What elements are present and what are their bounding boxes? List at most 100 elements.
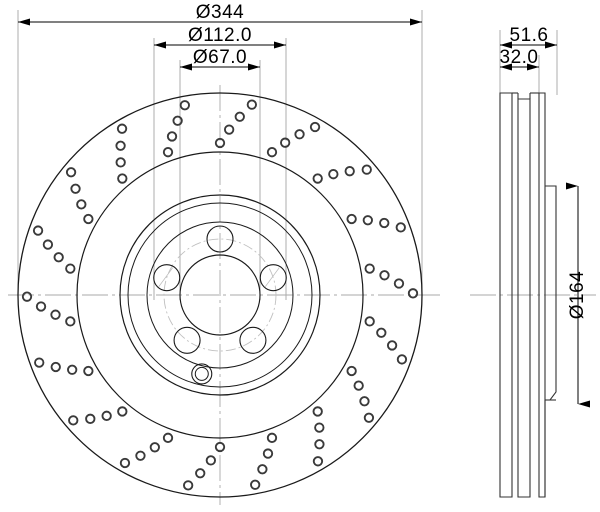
cooling-hole-bore bbox=[71, 418, 76, 423]
cooling-hole bbox=[42, 239, 54, 250]
cooling-hole-bore bbox=[410, 291, 416, 296]
cooling-hole bbox=[34, 357, 45, 368]
cooling-hole-bore bbox=[347, 168, 352, 174]
cooling-hole-bore bbox=[73, 186, 78, 191]
cooling-hole-bore bbox=[118, 143, 123, 148]
side-section-view bbox=[470, 92, 596, 498]
cooling-hole-bore bbox=[79, 202, 84, 207]
cooling-hole bbox=[32, 225, 44, 236]
dimension-bolt-circle: Ø112.0 bbox=[153, 25, 287, 300]
cooling-hole-bore bbox=[69, 367, 75, 372]
outer-edge-circle bbox=[17, 92, 423, 498]
bolt-hole bbox=[239, 326, 267, 354]
cooling-hole-bore bbox=[282, 140, 288, 145]
cooling-hole-bore bbox=[349, 368, 354, 374]
cooling-hole-bore bbox=[260, 467, 265, 472]
cooling-hole bbox=[101, 410, 112, 421]
dimension-disc-thickness: 32.0 bbox=[500, 47, 540, 95]
cooling-hole bbox=[314, 422, 325, 433]
cooling-hole-bore bbox=[398, 225, 403, 230]
cooling-hole bbox=[386, 340, 398, 351]
cooling-hole bbox=[309, 121, 321, 133]
cooling-hole-bore bbox=[382, 220, 387, 226]
cooling-hole bbox=[266, 147, 278, 158]
dimension-outer-diameter: Ø344 bbox=[17, 2, 423, 300]
cooling-hole-bore bbox=[382, 273, 387, 278]
cooling-hole-bore bbox=[312, 124, 318, 130]
cooling-hole-bore bbox=[68, 266, 73, 271]
cooling-hole-bore bbox=[367, 319, 372, 324]
cooling-hole bbox=[234, 111, 245, 122]
cooling-hole-bore bbox=[122, 460, 128, 466]
cooling-hole-bore bbox=[165, 149, 171, 155]
cooling-hole bbox=[359, 396, 370, 407]
bolt-hole bbox=[173, 326, 201, 354]
cooling-hole bbox=[362, 215, 373, 226]
cooling-hole-bore bbox=[366, 415, 372, 420]
dimension-label-hub-diameter: Ø164 bbox=[567, 271, 588, 319]
dimension-label-center-bore: Ø67.0 bbox=[193, 47, 247, 68]
cooling-hole bbox=[205, 455, 217, 466]
cooling-hole-bore bbox=[396, 281, 402, 286]
cooling-hole-bore bbox=[53, 364, 58, 370]
cooling-hole-bore bbox=[88, 416, 93, 422]
cooling-hole bbox=[172, 115, 183, 126]
cooling-hole bbox=[53, 252, 64, 263]
cooling-hole bbox=[179, 100, 190, 111]
cooling-hole-bore bbox=[185, 483, 191, 488]
cooling-hole bbox=[135, 450, 146, 461]
cooling-hole-bore bbox=[237, 114, 242, 119]
cooling-hole bbox=[195, 468, 206, 479]
cooling-hole-bore bbox=[68, 319, 73, 324]
cooling-hole bbox=[83, 365, 94, 377]
cooling-hole-bore bbox=[169, 134, 175, 139]
cooling-hole bbox=[396, 354, 408, 365]
cooling-hole-bore bbox=[315, 176, 320, 181]
cooling-hole-bore bbox=[182, 103, 188, 108]
cooling-hole-bore bbox=[37, 360, 42, 365]
cooling-hole-bore bbox=[120, 176, 125, 181]
cooling-hole-bore bbox=[265, 451, 271, 456]
cooling-hole bbox=[312, 406, 323, 417]
cooling-hole bbox=[361, 164, 372, 175]
cooling-hole bbox=[223, 124, 235, 135]
hat-outer-circle bbox=[119, 194, 321, 396]
cooling-hole-bore bbox=[119, 126, 125, 131]
cooling-hole-bore bbox=[24, 294, 30, 299]
dimension-label-outer-diameter: Ø344 bbox=[196, 2, 244, 23]
cooling-hole-bore bbox=[175, 118, 180, 123]
cooling-hole bbox=[119, 457, 131, 469]
cooling-hole-bore bbox=[249, 102, 255, 107]
cooling-hole-bore bbox=[138, 453, 143, 458]
cooling-hole bbox=[70, 183, 81, 194]
dimension-label-overall-thickness: 51.6 bbox=[510, 25, 549, 46]
dimension-hub-diameter: Ø164 bbox=[566, 182, 590, 408]
cooling-hole bbox=[65, 167, 77, 178]
cooling-hole bbox=[246, 99, 258, 110]
bolt-hole bbox=[206, 225, 234, 253]
cooling-hole-bore bbox=[217, 444, 223, 450]
cooling-hole-bore bbox=[315, 409, 320, 414]
cooling-hole bbox=[364, 316, 375, 327]
cooling-hole bbox=[393, 278, 405, 289]
cooling-hole bbox=[346, 365, 357, 377]
cooling-hole-bore bbox=[226, 127, 232, 132]
cooling-hole-bore bbox=[399, 357, 405, 362]
cooling-hole-bore bbox=[315, 459, 321, 464]
cooling-hole-bore bbox=[86, 216, 91, 222]
cooling-hole-bore bbox=[53, 312, 58, 317]
cooling-hole bbox=[395, 222, 406, 233]
cooling-hole-bore bbox=[208, 458, 214, 463]
bolt-hole-drill-mark bbox=[158, 267, 174, 287]
cooling-hole bbox=[344, 166, 355, 177]
cooling-hole bbox=[314, 439, 325, 450]
bolt-hole bbox=[259, 264, 287, 292]
cooling-hole bbox=[363, 412, 375, 423]
cooling-hole-bore bbox=[165, 435, 171, 441]
cooling-hole bbox=[376, 327, 387, 338]
cooling-hole-bore bbox=[45, 242, 51, 247]
cooling-hole-bore bbox=[349, 216, 354, 222]
cooling-hole-bore bbox=[389, 343, 395, 348]
drilled-cooling-holes-group bbox=[21, 99, 419, 491]
cooling-hole-bore bbox=[297, 132, 302, 137]
